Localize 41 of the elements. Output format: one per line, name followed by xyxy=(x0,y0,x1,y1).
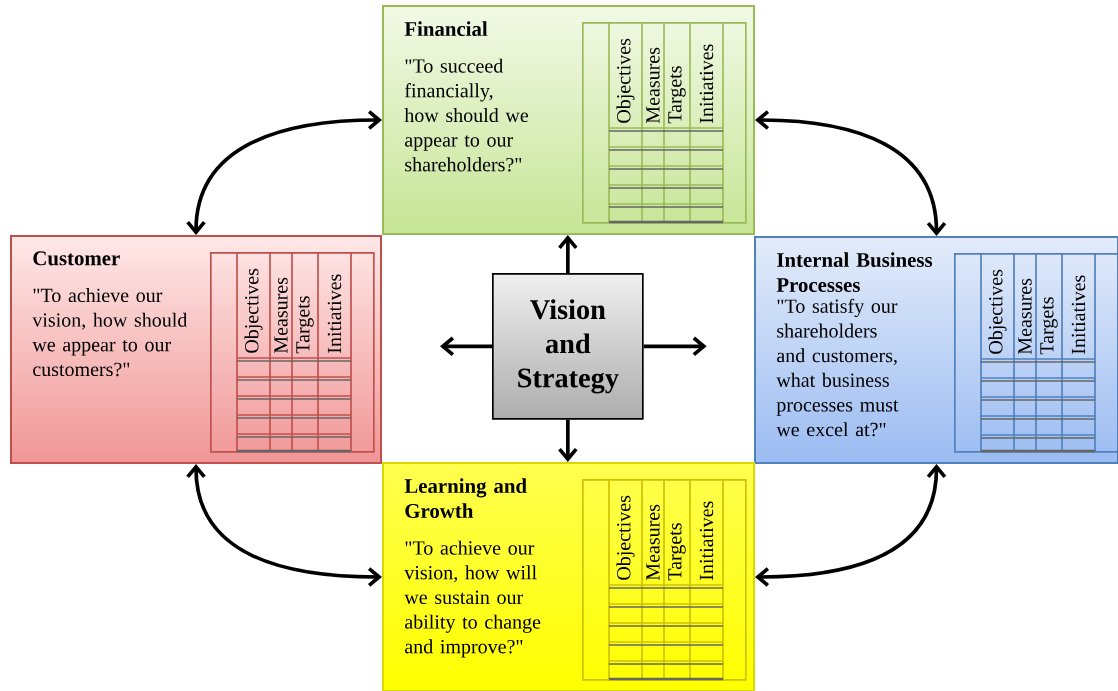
perspective-heading: Customer xyxy=(33,251,120,266)
arrow xyxy=(643,336,707,357)
column-header: Measures xyxy=(274,277,288,354)
column-header: Measures xyxy=(1018,278,1032,355)
arrow xyxy=(440,336,492,357)
column-header: Initiatives xyxy=(1071,275,1086,354)
perspective-box xyxy=(382,462,755,691)
perspective-heading: Learning and Growth xyxy=(404,478,527,518)
column-header: Targets xyxy=(1040,297,1058,355)
measures-table xyxy=(210,251,375,453)
arrow xyxy=(558,419,578,462)
column-header: Objectives xyxy=(616,495,635,580)
column-header: Objectives xyxy=(988,269,1007,354)
column-header: Targets xyxy=(668,523,686,581)
column-header: Initiatives xyxy=(699,44,714,123)
perspective-heading: Financial xyxy=(404,21,488,36)
measures-table xyxy=(582,21,747,224)
arrow xyxy=(186,110,382,235)
column-header: Objectives xyxy=(616,38,635,123)
perspective-box xyxy=(754,236,1118,464)
question-text: "To succeed financially, how should we appear to our shareholders?" xyxy=(404,58,529,172)
arrow xyxy=(755,110,947,236)
measures-table xyxy=(582,478,747,681)
perspective-heading: Internal Business Processes xyxy=(776,252,933,292)
measures-table xyxy=(954,252,1118,453)
column-header: Initiatives xyxy=(327,274,342,353)
perspective-box xyxy=(382,5,755,235)
column-header: Targets xyxy=(296,296,314,354)
question-text: "To achieve our vision, how will we sustain our ability to change and improve?" xyxy=(404,540,541,658)
column-header: Measures xyxy=(646,47,660,124)
center-box: Vision and Strategy xyxy=(492,273,644,420)
arrow xyxy=(755,464,947,587)
question-text: "To achieve our vision, how should we appear to our customers?" xyxy=(32,288,188,377)
column-header: Targets xyxy=(668,66,686,124)
arrow xyxy=(186,464,382,587)
column-header: Initiatives xyxy=(699,501,714,580)
question-text: "To satisfy our shareholders and customers, what business processes must we excel at?" xyxy=(776,298,899,437)
perspective-box xyxy=(10,235,382,464)
arrow xyxy=(558,235,578,273)
column-header: Measures xyxy=(646,504,660,581)
column-header: Objectives xyxy=(244,268,263,353)
